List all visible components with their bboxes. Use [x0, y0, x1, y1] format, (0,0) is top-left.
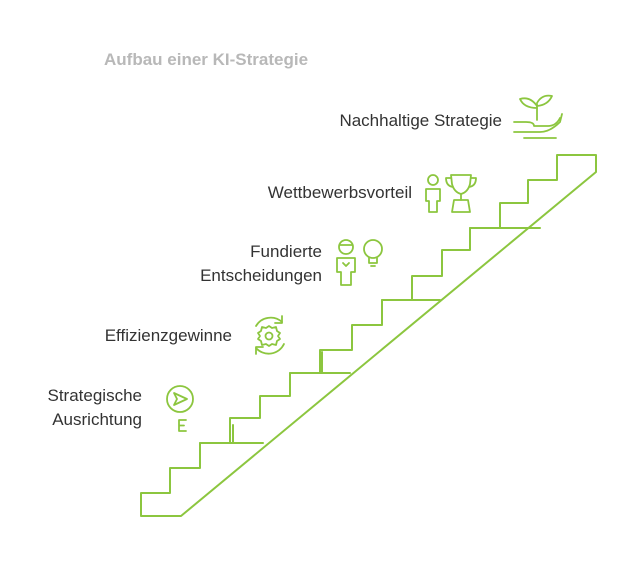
step-label-line: Effizienzgewinne [104, 326, 232, 345]
step-label-nachhaltige-strategie: Nachhaltige Strategie [290, 109, 502, 133]
step-label-line: Nachhaltige Strategie [339, 111, 502, 130]
hand-plant-icon [513, 94, 563, 139]
staircase-outline [140, 154, 597, 517]
step-label-effizienzgewinne: Effizienzgewinne [60, 324, 232, 348]
step-label-strategische-ausrichtung: Strategische Ausrichtung [20, 384, 143, 432]
step-label-wettbewerbsvorteil: Wettbewerbsvorteil [220, 181, 412, 205]
step-label-fundierte-entscheidungen: Fundierte Entscheidungen [160, 240, 322, 288]
diagram-title: Aufbau einer KI-Strategie [104, 50, 309, 69]
step-label-line: Wettbewerbsvorteil [267, 183, 412, 202]
step-label-line: Entscheidungen [200, 266, 322, 285]
gear-cycle-icon [255, 315, 285, 355]
compass-icon [166, 385, 194, 432]
step-label-line: Fundierte [250, 242, 322, 261]
person-trophy-icon [425, 174, 477, 213]
step-label-line: Ausrichtung [52, 410, 142, 429]
step-label-line: Strategische [47, 386, 143, 405]
person-lightbulb-icon [336, 239, 383, 286]
